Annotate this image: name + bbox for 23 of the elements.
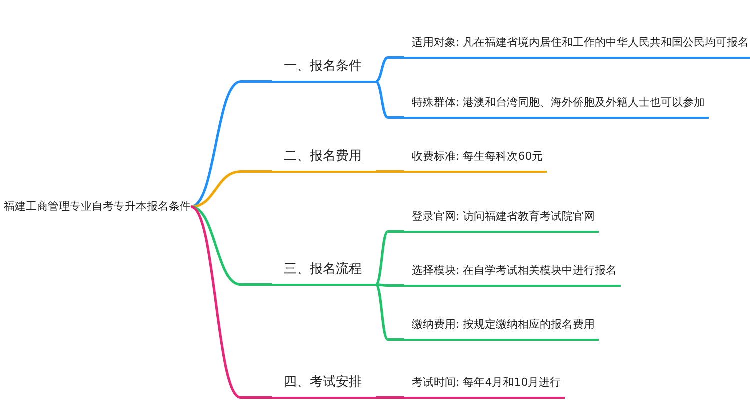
root-topic: 福建工商管理专业自考专升本报名条件 xyxy=(4,196,191,218)
connector xyxy=(376,284,404,287)
connector xyxy=(190,206,272,399)
leaf-topic: 特殊群体: 港澳和台湾同胞、海外侨胞及外籍人士也可以参加 xyxy=(404,92,710,119)
connector xyxy=(190,206,272,286)
leaf-topic: 选择模块: 在自学考试相关模块中进行报名 xyxy=(404,260,622,287)
branch-topic: 二、报名费用 xyxy=(272,146,376,173)
connector xyxy=(376,396,404,399)
branch-topic: 一、报名条件 xyxy=(272,56,376,83)
connector xyxy=(376,170,404,173)
connector xyxy=(375,80,404,119)
connector xyxy=(375,284,404,341)
connector xyxy=(375,230,404,286)
branch-topic: 三、报名流程 xyxy=(272,259,376,286)
leaf-topic: 考试时间: 每年4月和10月进行 xyxy=(404,372,566,399)
leaf-topic: 收费标准: 每生每科次60元 xyxy=(404,146,548,173)
leaf-topic: 登录官网: 访问福建省教育考试院官网 xyxy=(404,206,600,233)
leaf-topic: 缴纳费用: 按规定缴纳相应的报名费用 xyxy=(404,314,600,341)
leaf-topic: 适用对象: 凡在福建省境内居住和工作的中华人民共和国公民均可报名 xyxy=(404,32,750,59)
branch-topic: 四、考试安排 xyxy=(272,372,376,399)
connector xyxy=(190,170,272,208)
connector xyxy=(190,80,272,208)
connector xyxy=(376,56,404,83)
